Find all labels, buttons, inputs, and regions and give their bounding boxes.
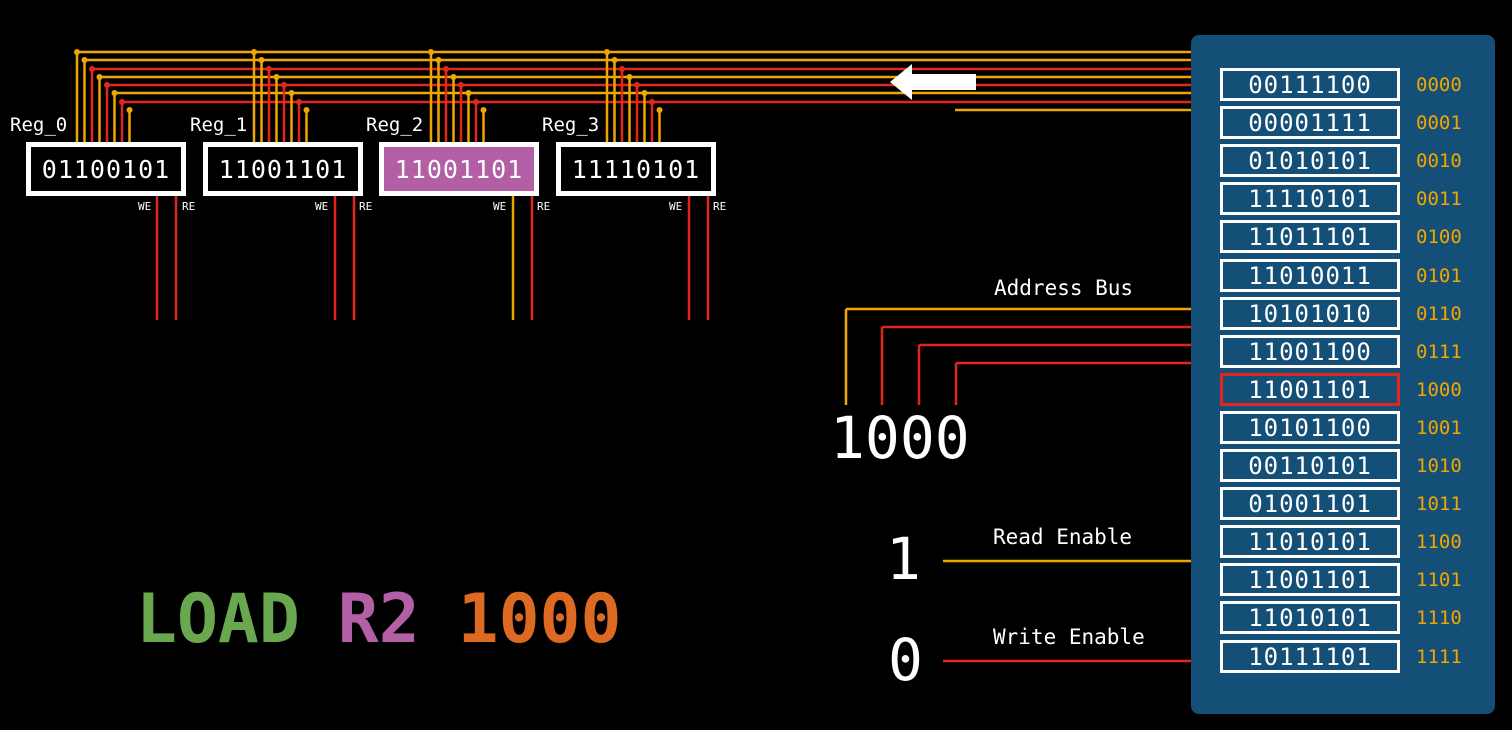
wire-junction xyxy=(611,57,618,63)
wire-junction xyxy=(81,57,88,63)
wire-junction xyxy=(634,82,640,88)
wire-junction xyxy=(258,57,265,63)
read-enable-value: 1 xyxy=(886,525,921,593)
memory-cell: 01001101 xyxy=(1220,487,1400,520)
wire-junction xyxy=(619,66,625,72)
wire-junction xyxy=(465,90,472,96)
wire-junction xyxy=(288,90,295,96)
wire-junction xyxy=(104,82,110,88)
memory-cell: 11010011 xyxy=(1220,259,1400,292)
wire-junction xyxy=(435,57,442,63)
reg-3-label: Reg_3 xyxy=(542,114,600,136)
register-0: 01100101 xyxy=(26,142,186,196)
read-enable-label: Read Enable xyxy=(993,525,1133,549)
memory-address: 1011 xyxy=(1416,493,1462,515)
wire-junction xyxy=(626,74,633,80)
reg-1-label: Reg_1 xyxy=(190,114,248,136)
memory-cell: 11001101 xyxy=(1220,373,1400,406)
memory-address: 1110 xyxy=(1416,607,1462,629)
memory-address: 1101 xyxy=(1416,569,1462,591)
register-3: 11110101 xyxy=(556,142,716,196)
wire-junction xyxy=(480,107,487,113)
wire-junction xyxy=(111,90,118,96)
wire-junction xyxy=(74,49,80,55)
reg-1-we-label: WE xyxy=(315,200,329,213)
left-arrow-icon xyxy=(890,64,976,100)
wire-junction xyxy=(273,74,280,80)
reg-1-re-label: RE xyxy=(359,200,373,213)
memory-cell: 11010101 xyxy=(1220,601,1400,634)
reg-3-we-label: WE xyxy=(669,200,683,213)
instruction: LOAD R2 1000 xyxy=(136,580,659,659)
wire-junction xyxy=(96,74,103,80)
memory-address: 1001 xyxy=(1416,417,1462,439)
wire-junction xyxy=(266,66,272,72)
write-enable-label: Write Enable xyxy=(993,625,1145,649)
memory-cell: 11001100 xyxy=(1220,335,1400,368)
wire-junction xyxy=(89,66,95,72)
memory-address: 0100 xyxy=(1416,226,1462,248)
memory-address: 0010 xyxy=(1416,150,1462,172)
instruction-address: 1000 xyxy=(457,580,622,659)
wire-junction xyxy=(303,107,310,113)
memory-cell: 11011101 xyxy=(1220,220,1400,253)
instruction-register: R2 xyxy=(337,580,420,659)
address-bus-label: Address Bus xyxy=(994,276,1134,300)
memory-cell: 11010101 xyxy=(1220,525,1400,558)
memory-cell: 00110101 xyxy=(1220,449,1400,482)
reg-2-re-label: RE xyxy=(537,200,551,213)
memory-address: 0001 xyxy=(1416,112,1462,134)
wire-junction xyxy=(126,107,133,113)
wire-junction xyxy=(450,74,457,80)
memory-address: 1010 xyxy=(1416,455,1462,477)
memory-cell: 10101010 xyxy=(1220,297,1400,330)
wire-junction xyxy=(443,66,449,72)
wire-junction xyxy=(656,107,663,113)
wire-junction xyxy=(458,82,464,88)
wire-junction xyxy=(281,82,287,88)
memory-cell: 10101100 xyxy=(1220,411,1400,444)
address-value: 1000 xyxy=(830,404,970,472)
wire-junction xyxy=(604,49,610,55)
memory-cell: 01010101 xyxy=(1220,144,1400,177)
register-2: 11001101 xyxy=(379,142,539,196)
memory-cell: 11001101 xyxy=(1220,563,1400,596)
wire-junction xyxy=(649,99,655,105)
reg-2-label: Reg_2 xyxy=(366,114,424,136)
memory-address: 0000 xyxy=(1416,74,1462,96)
wire-junction xyxy=(428,49,434,55)
register-1: 11001101 xyxy=(203,142,363,196)
reg-2-we-label: WE xyxy=(493,200,507,213)
memory-address: 1100 xyxy=(1416,531,1462,553)
write-enable-value: 0 xyxy=(888,626,923,694)
memory-cell: 11110101 xyxy=(1220,182,1400,215)
wire-junction xyxy=(296,99,302,105)
reg-0-label: Reg_0 xyxy=(10,114,68,136)
memory-address: 0111 xyxy=(1416,341,1462,363)
reg-0-we-label: WE xyxy=(138,200,152,213)
wire-junction xyxy=(473,99,479,105)
reg-0-re-label: RE xyxy=(182,200,196,213)
memory-address: 1000 xyxy=(1416,379,1462,401)
instruction-opcode: LOAD xyxy=(136,580,300,659)
memory-address: 0110 xyxy=(1416,303,1462,325)
memory-cell: 00111100 xyxy=(1220,68,1400,101)
memory-cell: 10111101 xyxy=(1220,640,1400,673)
memory-address: 0011 xyxy=(1416,188,1462,210)
memory-address: 0101 xyxy=(1416,265,1462,287)
wire-junction xyxy=(641,90,648,96)
wire-junction xyxy=(119,99,125,105)
reg-3-re-label: RE xyxy=(713,200,727,213)
wire-junction xyxy=(251,49,257,55)
memory-cell: 00001111 xyxy=(1220,106,1400,139)
memory-address: 1111 xyxy=(1416,646,1462,668)
